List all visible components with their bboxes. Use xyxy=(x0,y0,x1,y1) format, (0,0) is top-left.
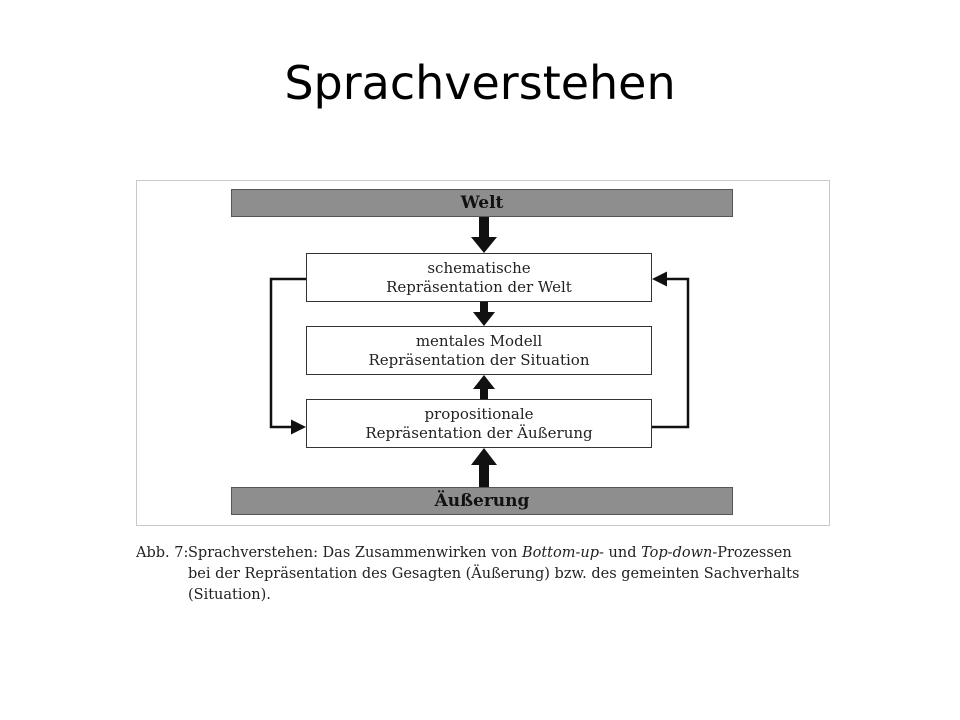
caption-text: Sprachverstehen: Das Zusammenwirken von … xyxy=(188,543,834,606)
box-line: Repräsentation der Situation xyxy=(368,350,590,369)
schematic-representation-box: schematische Repräsentation der Welt xyxy=(306,253,652,302)
box-line: schematische xyxy=(427,258,531,277)
arrow-proposition-to-model xyxy=(473,375,495,399)
caption-fragment: und xyxy=(603,545,642,561)
caption-italic-top-down: Top-down- xyxy=(641,545,718,561)
box-line: propositionale xyxy=(424,404,534,423)
arrow-welt-to-schematic xyxy=(471,217,497,253)
arrow-utterance-to-proposition xyxy=(471,448,497,487)
caption-label: Abb. 7: xyxy=(136,545,189,561)
caption-line-3: (Situation). xyxy=(188,587,271,603)
caption-line-2: bei der Repräsentation des Gesagten (Äuß… xyxy=(188,566,800,582)
arrow-right-loop xyxy=(652,271,690,429)
diagram-arrows xyxy=(269,217,690,487)
box-line: mentales Modell xyxy=(415,331,543,350)
box-line: Repräsentation der Welt xyxy=(386,277,572,296)
caption-italic-bottom-up: Bottom-up- xyxy=(521,545,604,561)
mental-model-box: mentales Modell Repräsentation der Situa… xyxy=(306,326,652,375)
diagram-figure: Welt schematische Repräsentation der Wel… xyxy=(136,180,830,526)
utterance-bar: Äußerung xyxy=(231,487,733,515)
propositional-representation-box: propositionale Repräsentation der Äußeru… xyxy=(306,399,652,448)
arrow-left-loop xyxy=(269,277,306,435)
world-bar: Welt xyxy=(231,189,733,217)
caption-fragment: Prozessen xyxy=(717,545,792,561)
caption-line-1: Sprachverstehen: Das Zusammenwirken von … xyxy=(188,543,834,564)
box-line: Repräsentation der Äußerung xyxy=(365,423,593,442)
arrow-schematic-to-model xyxy=(473,302,495,326)
caption-fragment: Sprachverstehen: Das Zusammenwirken von xyxy=(188,545,522,561)
slide-title: Sprachverstehen xyxy=(284,56,676,110)
